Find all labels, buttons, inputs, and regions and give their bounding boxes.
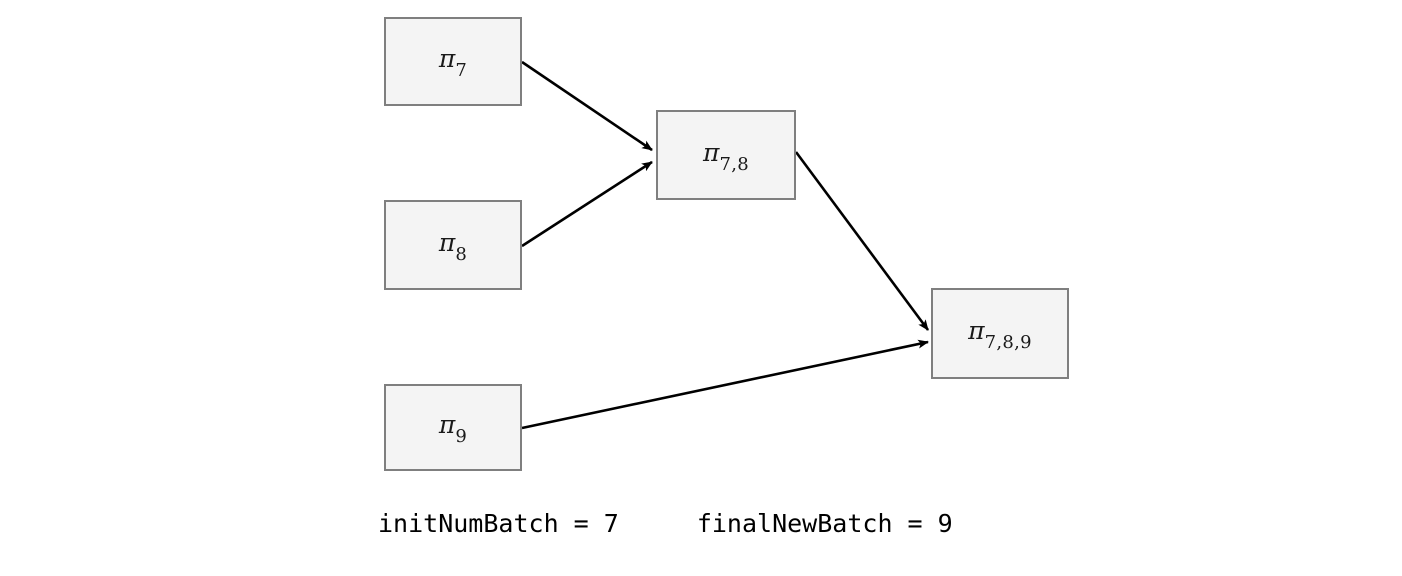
node-pi9-label: π9 <box>438 410 467 446</box>
node-pi789[interactable]: π7,8,9 <box>931 288 1069 379</box>
pi-symbol: π <box>438 410 456 439</box>
caption-row: initNumBatch = 7 finalNewBatch = 9 <box>378 511 953 536</box>
edge-pi9-to-pi789 <box>521 339 929 430</box>
edge-pi78-to-pi789 <box>794 151 930 331</box>
node-pi8[interactable]: π8 <box>384 200 522 290</box>
edge-pi8-to-pi78 <box>521 160 653 248</box>
pi-symbol: π <box>438 227 456 257</box>
node-pi78-label: π7,8 <box>703 137 749 174</box>
edge-pi7-to-pi78 <box>521 60 653 152</box>
node-pi8-label: π8 <box>438 227 467 264</box>
pi-subscript: 7 <box>455 60 468 81</box>
pi-subscript: 7,8 <box>719 153 749 175</box>
pi-symbol: π <box>438 44 456 73</box>
final-new-batch-caption: finalNewBatch = 9 <box>696 509 953 538</box>
pi-symbol: π <box>968 316 985 345</box>
node-pi9[interactable]: π9 <box>384 384 522 471</box>
pi-subscript: 8 <box>455 243 468 265</box>
node-pi789-label: π7,8,9 <box>968 316 1032 352</box>
pi-subscript: 7,8,9 <box>984 332 1032 353</box>
node-pi7[interactable]: π7 <box>384 17 522 106</box>
pi-subscript: 9 <box>455 426 468 447</box>
pi-symbol: π <box>703 137 720 167</box>
node-pi7-label: π7 <box>438 44 467 80</box>
node-pi78[interactable]: π7,8 <box>656 110 796 200</box>
init-num-batch-caption: initNumBatch = 7 <box>378 509 619 538</box>
